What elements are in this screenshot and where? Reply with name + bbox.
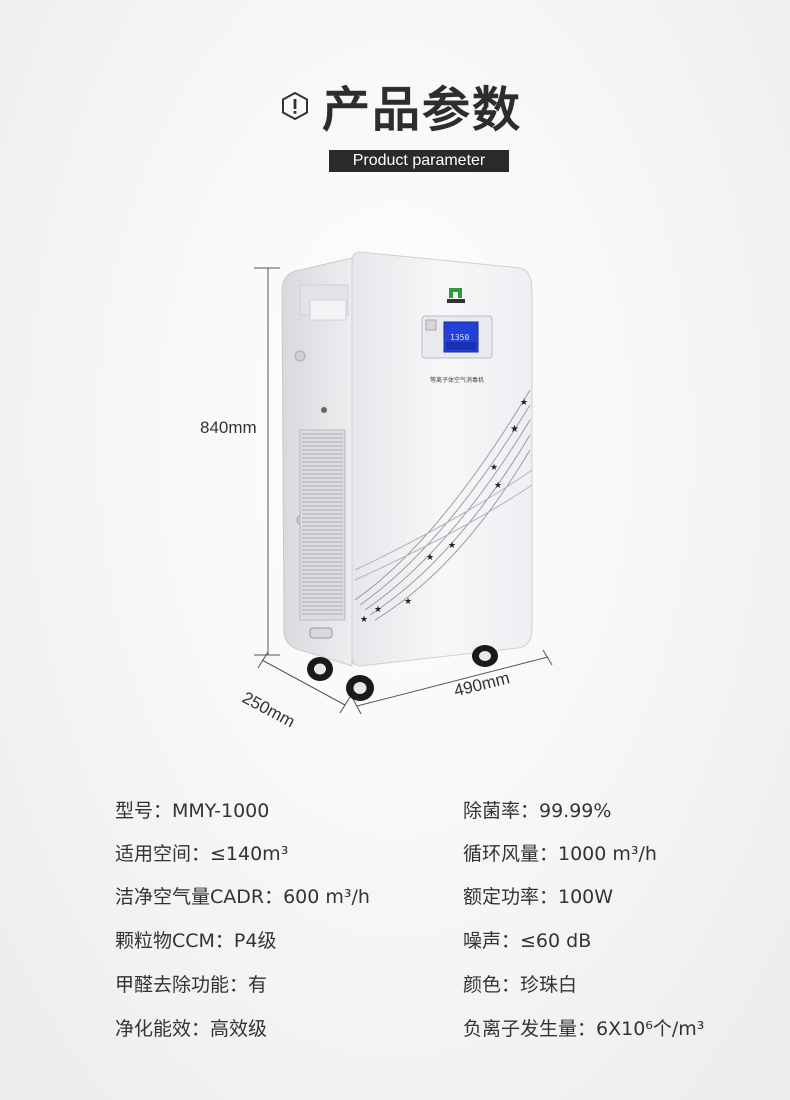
spec-item: 负离子发生量：6X10⁶个/m³ bbox=[463, 1018, 705, 1040]
page-subtitle: Product parameter bbox=[329, 150, 509, 172]
control-panel bbox=[421, 315, 493, 359]
spec-item: 除菌率：99.99% bbox=[463, 800, 612, 822]
svg-text:★: ★ bbox=[520, 398, 528, 408]
svg-text:★: ★ bbox=[494, 481, 502, 491]
depth-dimension-line bbox=[257, 651, 351, 714]
svg-text:★: ★ bbox=[404, 597, 412, 607]
decorative-swoosh bbox=[354, 389, 533, 621]
spec-item: 净化能效：高效级 bbox=[115, 1018, 268, 1040]
width-dimension-line bbox=[352, 649, 553, 715]
spec-item: 洁净空气量CADR：600 m³/h bbox=[115, 886, 370, 908]
spec-item: 颜色：珍珠白 bbox=[463, 974, 578, 996]
spec-item: 额定功率：100W bbox=[463, 886, 614, 908]
panel-label: 等离子体空气消毒机 bbox=[430, 376, 484, 384]
svg-text:★: ★ bbox=[490, 463, 498, 473]
display-readout: 1350 bbox=[450, 333, 469, 342]
spec-item: 噪声：≤60 dB bbox=[463, 930, 592, 952]
decorative-stars: ★ ★ ★ ★ ★ ★ ★ ★ ★ bbox=[360, 398, 528, 625]
product-illustration: 1350 等离子体空气消毒机 ★ ★ ★ ★ ★ ★ ★ ★ ★ bbox=[254, 251, 553, 715]
spec-item: 甲醛去除功能：有 bbox=[115, 974, 268, 996]
svg-text:★: ★ bbox=[426, 553, 434, 563]
height-dimension-line bbox=[254, 267, 280, 656]
info-icon bbox=[281, 91, 309, 121]
svg-text:★: ★ bbox=[510, 424, 519, 435]
brand-logo bbox=[447, 288, 465, 303]
spec-item: 循环风量：1000 m³/h bbox=[463, 843, 657, 865]
svg-text:★: ★ bbox=[448, 541, 456, 551]
spec-item: 适用空间：≤140m³ bbox=[115, 843, 289, 865]
spec-item: 型号：MMY-1000 bbox=[115, 800, 270, 822]
caster-wheels bbox=[307, 645, 498, 701]
svg-text:★: ★ bbox=[374, 605, 382, 615]
side-connector bbox=[309, 627, 333, 639]
page-title: 产品参数 bbox=[322, 82, 523, 138]
height-label: 840mm bbox=[200, 418, 257, 437]
spec-item: 颗粒物CCM：P4级 bbox=[115, 930, 277, 952]
svg-text:★: ★ bbox=[360, 615, 368, 625]
